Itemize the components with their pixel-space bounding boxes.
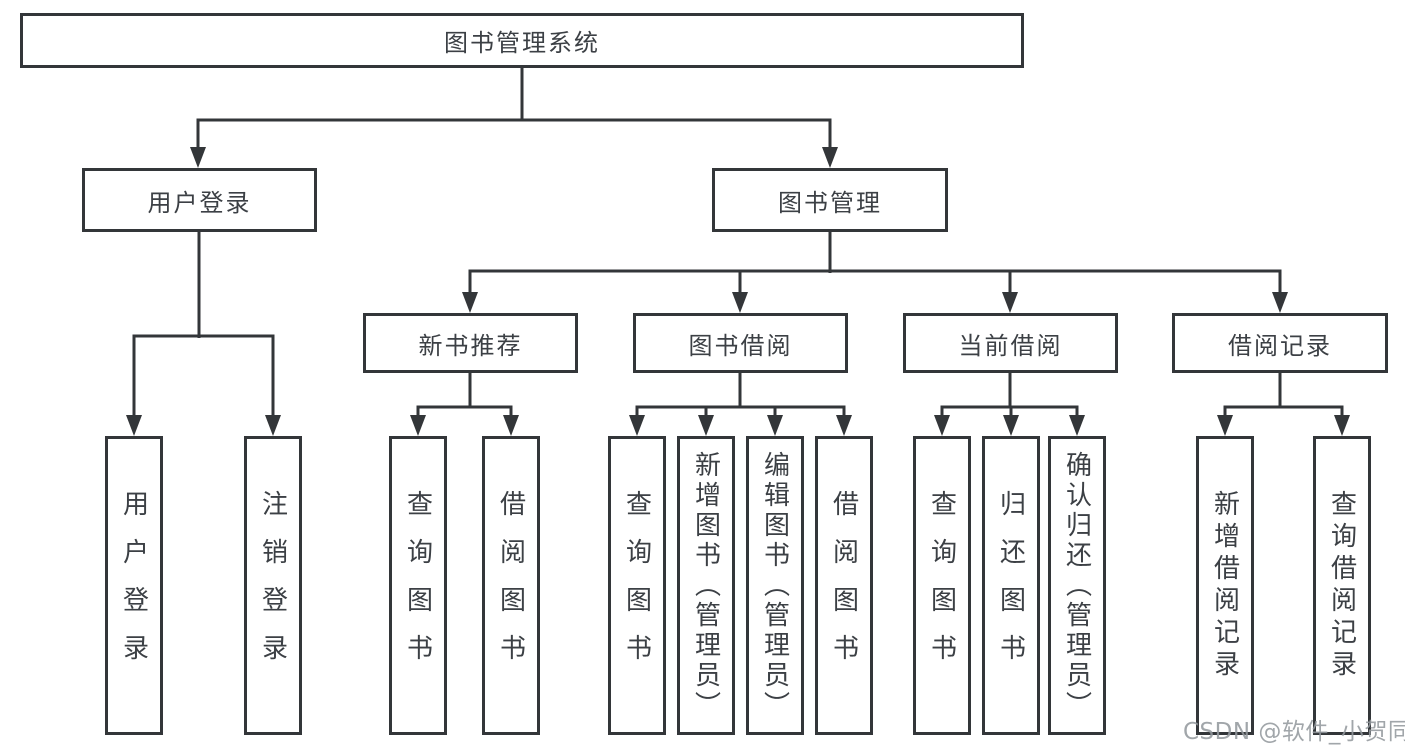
node-current-borrow: 当前借阅	[903, 313, 1118, 373]
node-bb-query-label: 查询图书	[621, 489, 652, 682]
node-bb-borrow: 借阅图书	[815, 436, 873, 735]
node-bb-edit: 编辑图书（管理员）	[746, 436, 804, 735]
node-logout-label: 注销登录	[257, 489, 288, 682]
node-br-add-label: 新增借阅记录	[1209, 489, 1240, 682]
node-nb-borrow-label: 借阅图书	[495, 489, 526, 682]
node-nb-borrow: 借阅图书	[482, 436, 540, 735]
node-user-login-label: 用户登录	[147, 188, 252, 217]
node-br-query-label: 查询借阅记录	[1326, 489, 1357, 682]
node-current-borrow-label: 当前借阅	[958, 331, 1063, 360]
node-book-borrow: 图书借阅	[633, 313, 848, 373]
node-cb-return: 归还图书	[982, 436, 1040, 735]
node-login-label: 用户登录	[118, 489, 149, 682]
node-nb-query-label: 查询图书	[402, 489, 433, 682]
node-new-books: 新书推荐	[363, 313, 578, 373]
node-bb-add: 新增图书（管理员）	[677, 436, 735, 735]
node-root-label: 图书管理系统	[444, 29, 600, 57]
node-book-borrow-label: 图书借阅	[688, 331, 793, 360]
node-borrow-records: 借阅记录	[1172, 313, 1388, 373]
node-cb-confirm: 确认归还（管理员）	[1048, 436, 1106, 735]
node-new-books-label: 新书推荐	[418, 331, 523, 360]
node-user-login: 用户登录	[82, 168, 317, 232]
node-bb-query: 查询图书	[608, 436, 666, 735]
node-book-mgmt: 图书管理	[712, 168, 948, 232]
node-book-mgmt-label: 图书管理	[778, 188, 882, 217]
csdn-watermark: CSDN @软件_小贺同学	[1183, 719, 1405, 745]
node-bb-edit-label: 编辑图书（管理员）	[759, 450, 790, 721]
node-bb-borrow-label: 借阅图书	[828, 489, 859, 682]
node-borrow-records-label: 借阅记录	[1228, 331, 1332, 360]
node-bb-add-label: 新增图书（管理员）	[690, 450, 721, 721]
node-nb-query: 查询图书	[389, 436, 447, 735]
node-cb-return-label: 归还图书	[995, 489, 1026, 682]
node-br-add: 新增借阅记录	[1196, 436, 1254, 735]
node-logout: 注销登录	[244, 436, 302, 735]
node-br-query: 查询借阅记录	[1313, 436, 1371, 735]
node-root: 图书管理系统	[20, 13, 1024, 68]
node-cb-confirm-label: 确认归还（管理员）	[1061, 450, 1092, 721]
node-login: 用户登录	[105, 436, 163, 735]
node-cb-query: 查询图书	[913, 436, 971, 735]
node-cb-query-label: 查询图书	[926, 489, 957, 682]
